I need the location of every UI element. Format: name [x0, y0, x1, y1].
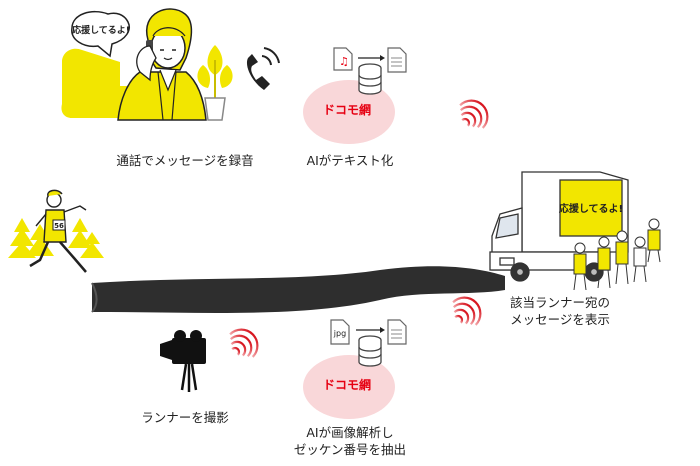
- svg-text:♫: ♫: [339, 55, 349, 68]
- spectators-illustration: [573, 218, 661, 291]
- text-file-icon: [387, 319, 407, 345]
- runner-illustration: [29, 189, 87, 273]
- ai-image-analysis: [303, 319, 407, 419]
- caller-scene: [61, 8, 280, 121]
- caption-display-line1: 該当ランナー宛の: [509, 295, 610, 310]
- truck-screen: [559, 179, 623, 237]
- database-icon: [358, 63, 382, 95]
- trees-illustration: [8, 218, 104, 258]
- signal-wave-icon: [229, 328, 259, 358]
- network-label: ドコモ網: [323, 377, 371, 392]
- caption-ai-image-line2: ゼッケン番号を抽出: [293, 442, 407, 457]
- network-bubble: [303, 80, 395, 144]
- speech-bubble-text: 応援してるよ!: [72, 24, 130, 36]
- video-camera-icon: [160, 330, 206, 392]
- network-label: ドコモ網: [323, 102, 371, 117]
- file-type-label: jpg: [333, 329, 346, 338]
- truck-screen-text: 応援してるよ!: [559, 202, 623, 215]
- signal-wave-icon: [452, 296, 482, 326]
- caption-ai-image-line1: AIが画像解析し: [306, 425, 394, 440]
- caption-ai-text: AIがテキスト化: [306, 153, 394, 168]
- audio-file-icon: ♫: [333, 47, 353, 71]
- runner-bib-number: 56: [54, 222, 64, 230]
- caption-display: 該当ランナー宛の メッセージを表示: [495, 294, 625, 328]
- woman-on-phone-illustration: [117, 8, 207, 121]
- billboard-truck: [489, 171, 629, 282]
- road: [91, 266, 505, 313]
- phone-handset-icon: [246, 47, 280, 90]
- image-file-icon: [330, 319, 350, 345]
- ai-text-conversion: ♫: [303, 47, 407, 144]
- potted-plant-icon: [197, 45, 233, 121]
- arrow-icon: [356, 327, 385, 333]
- runner-scene: [8, 189, 104, 273]
- network-bubble: [303, 355, 395, 419]
- caption-film: ランナーを撮影: [141, 410, 229, 425]
- caption-ai-image: AIが画像解析し ゼッケン番号を抽出: [275, 424, 425, 458]
- arrow-icon: [358, 55, 385, 61]
- text-file-icon: [387, 47, 407, 73]
- database-icon: [358, 335, 382, 367]
- caption-record: 通話でメッセージを録音: [116, 153, 254, 168]
- signal-wave-icon: [459, 99, 489, 129]
- caption-display-line2: メッセージを表示: [510, 312, 610, 327]
- speech-bubble: [71, 10, 130, 58]
